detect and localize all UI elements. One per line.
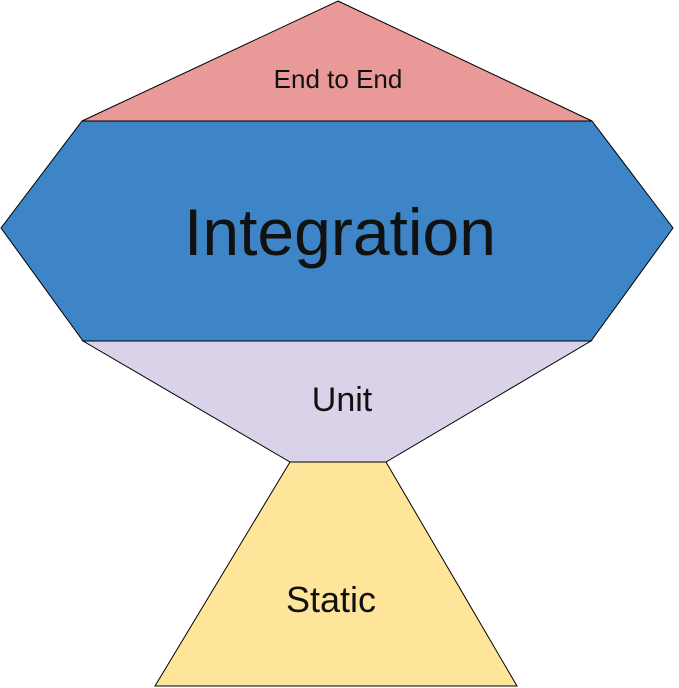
integration-label: Integration (184, 195, 496, 269)
static-label: Static (286, 579, 376, 620)
end-to-end-shape (81, 0, 593, 122)
static-shape (154, 461, 518, 687)
unit-label: Unit (312, 381, 373, 419)
end-to-end-label: End to End (274, 64, 403, 94)
